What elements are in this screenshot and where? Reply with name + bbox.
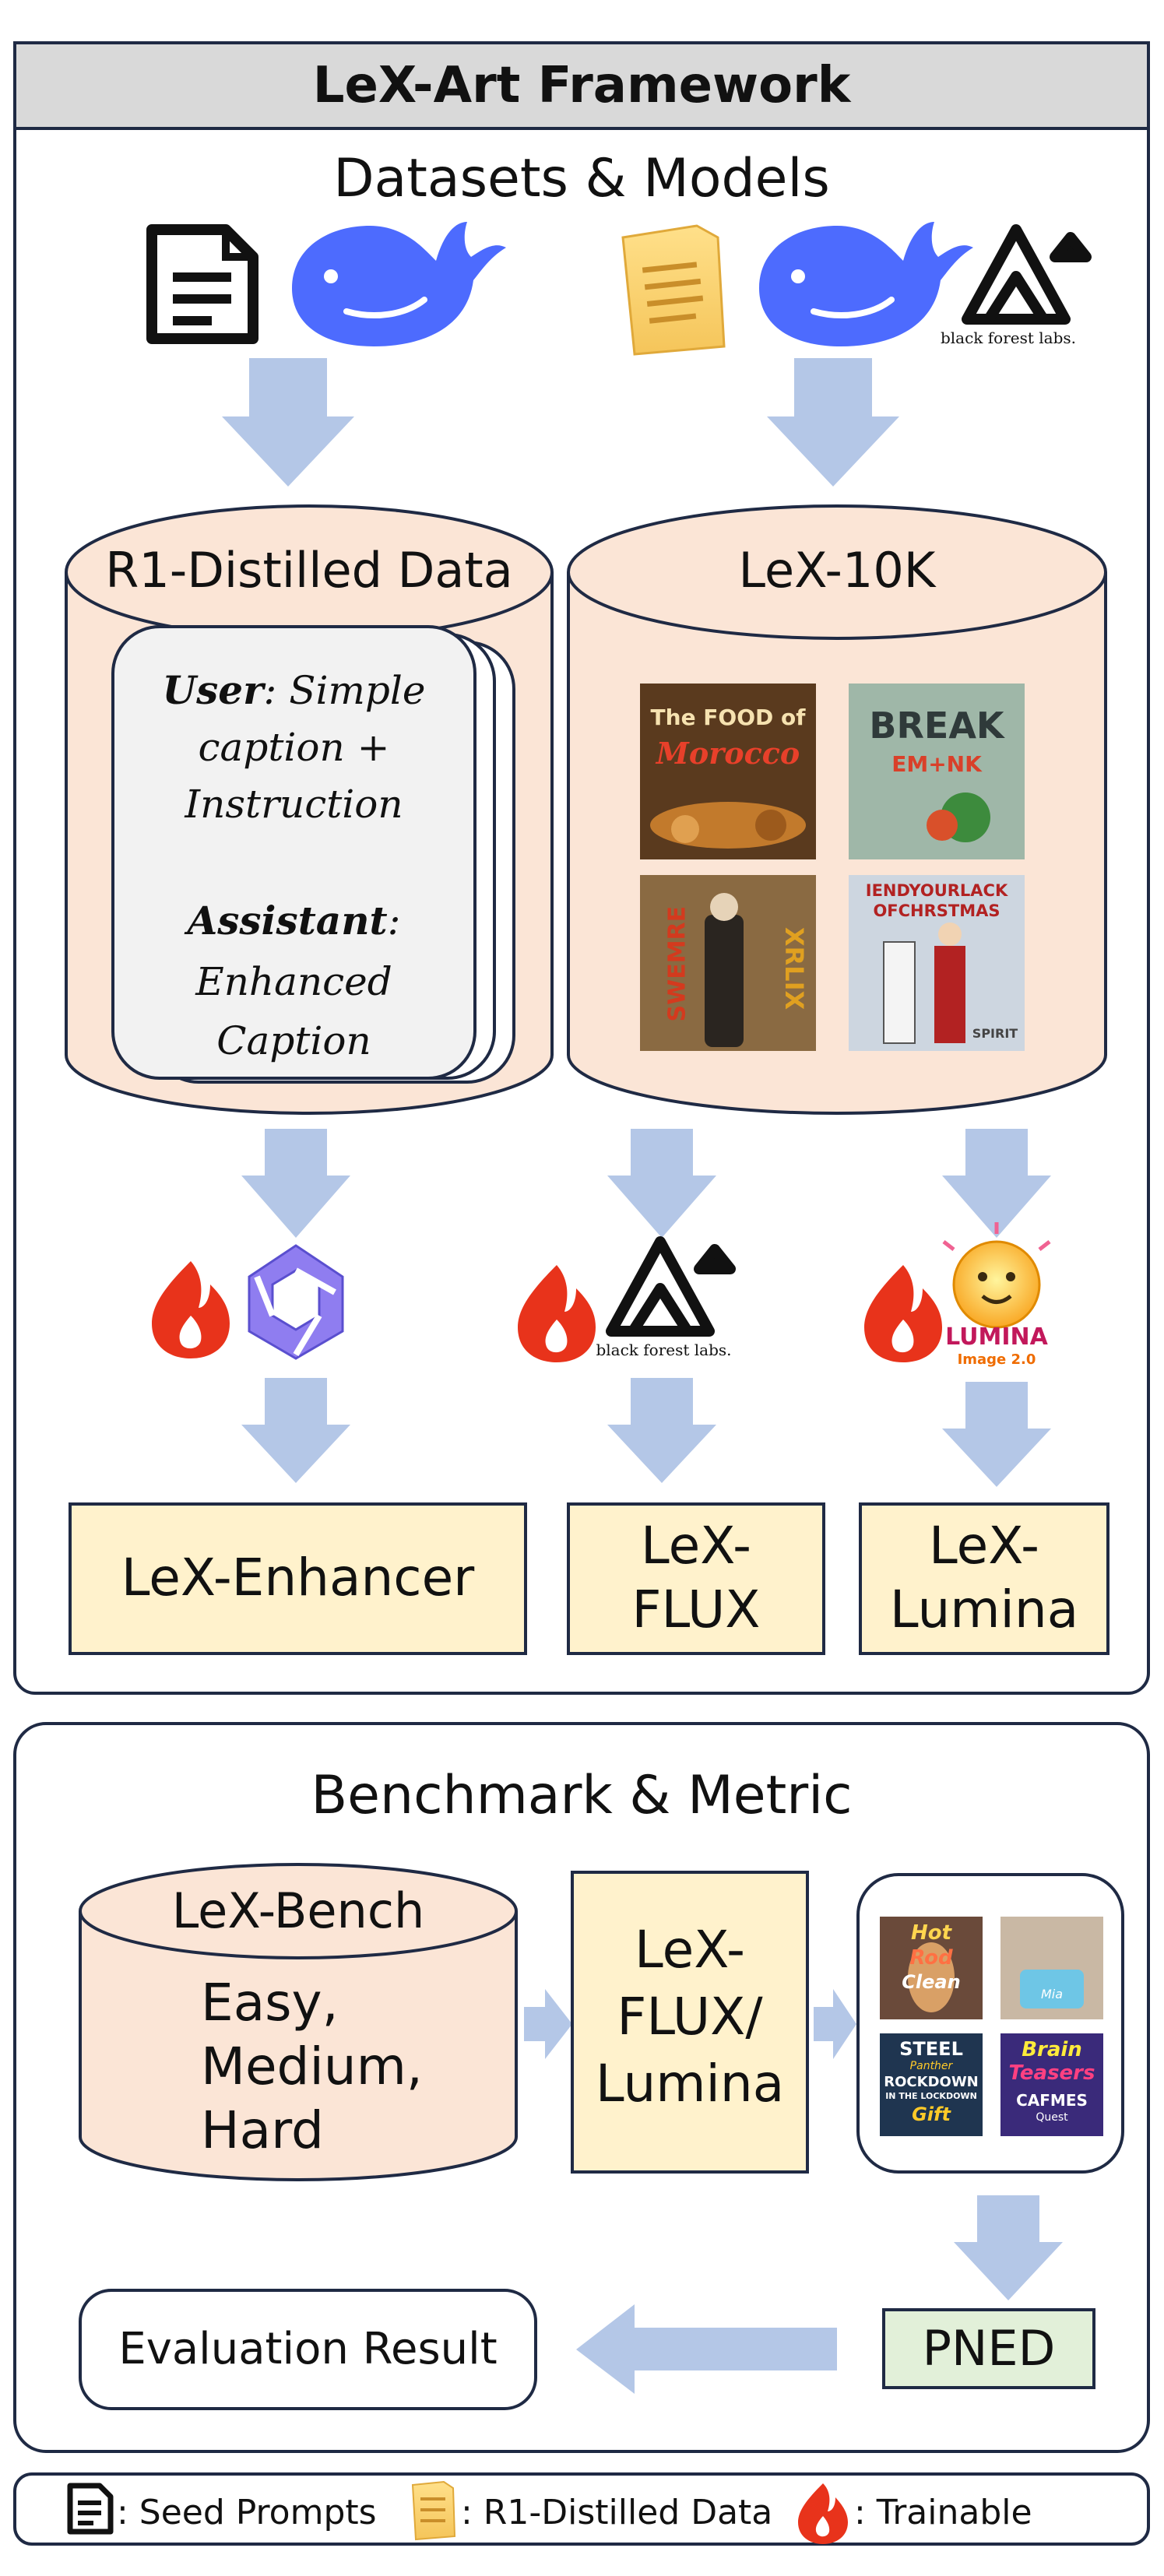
flame-icon-lumina	[864, 1265, 942, 1362]
legend-trainable-text: : Trainable	[854, 2493, 1032, 2532]
lex10k-label: LeX-10K	[738, 542, 936, 599]
thumb-food-line1: The FOOD of	[650, 705, 806, 730]
bench-level-medium: Medium,	[201, 2037, 423, 2096]
thumb-christmas-line1: IENDYOURLACK	[865, 881, 1008, 900]
thumb-break-line2: EM+NK	[891, 751, 982, 777]
arrow-down-pned	[954, 2195, 1063, 2300]
arrow-down-enhancer-1	[241, 1129, 350, 1238]
card-user-line2: caption +	[198, 725, 390, 770]
cylinder-lex-bench	[79, 1863, 518, 2181]
sample-brain-line1: Brain	[1022, 2038, 1082, 2061]
legend-flame-icon	[798, 2483, 848, 2544]
sample-steel	[880, 2033, 983, 2136]
sample-steel-line1: STEEL	[899, 2038, 963, 2060]
box-lex-lumina	[859, 1502, 1109, 1655]
bfl-logo-top	[962, 224, 1092, 325]
thumb-christmas-line3: SPIRIT	[972, 1026, 1018, 1041]
output-lex-flux-line1: LeX-	[641, 1516, 751, 1576]
legend-distilled-icon	[411, 2480, 456, 2541]
arrow-right-model	[814, 1989, 856, 2059]
flame-icon-enhancer	[152, 1261, 230, 1358]
flame-icon-flux	[518, 1265, 596, 1362]
box-lex-enhancer	[69, 1502, 527, 1655]
bench-level-easy: Easy,	[201, 1973, 339, 2033]
lex-bench-label: LeX-Bench	[171, 1882, 425, 1939]
bfl-logo-text-middle: black forest labs.	[596, 1341, 732, 1359]
legend-seed-icon	[67, 2483, 114, 2535]
sample-hot-line2: Rod	[909, 1946, 953, 1970]
box-evaluation-result	[79, 2289, 537, 2410]
sample-hot-line3: Clean	[902, 1971, 961, 1993]
sample-steel-line2: Panther	[909, 2060, 953, 2072]
card-assistant-line2: Enhanced	[195, 959, 392, 1004]
card-front	[111, 625, 477, 1080]
arrow-down-right-top	[767, 358, 899, 487]
thumb-swemre-line1: SWEMRE	[663, 905, 691, 1022]
thumb-christmas-line2: OFCHRSTMAS	[873, 901, 1000, 920]
card-assistant-line3: Caption	[216, 1018, 371, 1063]
bench-level-hard: Hard	[201, 2100, 324, 2160]
output-lex-flux-line2: FLUX	[631, 1580, 761, 1639]
sample-hot-line1: Hot	[910, 1921, 952, 1945]
sample-cake-line1: Mia	[1040, 1987, 1064, 2001]
sample-brain-line2: Teasers	[1008, 2061, 1095, 2085]
thumb-food-line2: Morocco	[656, 736, 800, 771]
whale-icon-left	[292, 222, 506, 346]
model-line1: LeX-	[635, 1920, 745, 1980]
output-lex-enhancer: LeX-Enhancer	[121, 1548, 475, 1608]
seed-document-icon	[146, 224, 258, 344]
evaluation-result-label: Evaluation Result	[118, 2324, 498, 2374]
thumb-break-line1: BREAK	[869, 705, 1004, 747]
r1-distilled-label: R1-Distilled Data	[105, 542, 513, 599]
card-assistant-line1: Assistant:	[113, 894, 475, 948]
bfl-logo-middle	[606, 1236, 736, 1337]
sample-steel-line3: ROCKDOWN	[884, 2074, 979, 2090]
section-datasets-heading: Datasets & Models	[333, 148, 830, 209]
box-lex-flux-lumina	[571, 1871, 809, 2174]
legend-frame	[13, 2472, 1150, 2546]
lumina-logo-text: LUMINA	[945, 1323, 1048, 1351]
thumb-swemre-line2: XRLIX	[779, 926, 809, 1010]
sample-steel-line5: Gift	[912, 2103, 951, 2125]
whale-icon-right	[759, 222, 973, 346]
output-lex-lumina-line1: LeX-	[929, 1516, 1039, 1576]
sample-steel-line4: IN THE LOCKDOWN	[885, 2091, 977, 2101]
legend-distilled-text: : R1-Distilled Data	[461, 2493, 773, 2532]
sample-brain-line4: Quest	[1036, 2111, 1068, 2124]
lumina-logo-subtext: Image 2.0	[957, 1351, 1036, 1368]
qwen-logo-icon	[248, 1244, 344, 1360]
arrow-down-enhancer-2	[241, 1378, 350, 1483]
arrow-down-lumina-1	[942, 1129, 1051, 1238]
distilled-document-icon	[621, 224, 726, 356]
user-text-1: : Simple	[263, 668, 426, 713]
title-bar	[13, 41, 1150, 130]
bfl-logo-text-top: black forest labs.	[940, 329, 1077, 347]
arrow-down-flux-2	[607, 1378, 716, 1483]
sample-brain-teasers	[1000, 2033, 1103, 2136]
assistant-label: Assistant	[187, 898, 388, 944]
arrow-down-lumina-2	[942, 1382, 1051, 1487]
box-pned	[882, 2308, 1095, 2389]
box-lex-flux	[567, 1502, 825, 1655]
arrow-right-bench	[524, 1989, 572, 2059]
legend-seed-text: : Seed Prompts	[117, 2493, 377, 2532]
page-title: LeX-Art Framework	[312, 57, 851, 114]
lumina-logo-icon	[942, 1222, 1051, 1329]
model-line3: Lumina	[595, 2054, 785, 2114]
assistant-colon: :	[387, 898, 401, 944]
arrow-down-flux-1	[607, 1129, 716, 1238]
sample-brain-line3: CAFMES	[1016, 2091, 1088, 2110]
card-user-line1: User: Simple	[113, 663, 475, 718]
section-benchmark-heading: Benchmark & Metric	[311, 1765, 853, 1826]
output-lex-lumina-line2: Lumina	[889, 1580, 1079, 1639]
user-label: User	[162, 667, 264, 713]
arrow-down-left-top	[222, 358, 354, 487]
card-user-line3: Instruction	[185, 782, 403, 827]
metric-pned: PNED	[922, 2320, 1056, 2377]
arrow-left-result	[576, 2304, 837, 2394]
model-line2: FLUX/	[617, 1987, 763, 2047]
